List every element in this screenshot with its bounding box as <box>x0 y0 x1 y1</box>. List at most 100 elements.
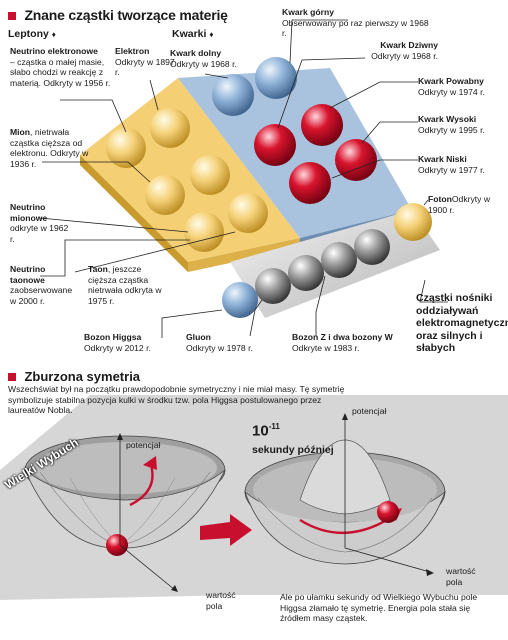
label-desc: , jeszcze cięższa cząstka nietrwała odkr… <box>88 264 162 306</box>
label-name: Neutrino elektronowe <box>10 46 98 56</box>
field-value-right-text: wartość pola <box>446 566 476 587</box>
label-photon: FotonOdkryty w 1900 r. <box>428 194 506 215</box>
label-neutrino-muon: Neutrino mionowe odkryte w 1962 r. <box>10 202 70 244</box>
red-square-icon <box>8 12 16 20</box>
label-desc: Odkryty w 1977 r. <box>418 164 485 175</box>
label-name: Foton <box>428 194 452 204</box>
carriers-note: Cząstki nośniki oddziaływań elektromagne… <box>416 292 508 355</box>
potential-left-text: potencjał <box>126 440 161 450</box>
label-name: Neutrino mionowe <box>10 202 48 223</box>
symmetry-title: Zburzona symetria <box>24 369 141 384</box>
arrow-down-icon: ♦ <box>51 30 56 39</box>
label-desc: Odkryty w 1900 r. <box>428 194 491 215</box>
label-gluon: Gluon Odkryty w 1978 r. <box>186 332 266 353</box>
left-ball <box>106 534 128 556</box>
strange-quark-sphere <box>254 124 296 166</box>
label-name: Gluon <box>186 332 211 342</box>
label-desc: Odkryty w 1978 r. <box>186 342 253 353</box>
label-desc: odkryte w 1962 r. <box>10 223 69 244</box>
label-neutrino-tau: Neutrino taonowe zaobserwowane w 2000 r. <box>10 264 72 306</box>
time-base: 10 <box>252 422 269 440</box>
down-quark-sphere <box>212 74 254 116</box>
label-name: Kwark dolny <box>170 48 222 58</box>
neutrino-muon-sphere <box>145 175 185 215</box>
transition-arrow <box>200 514 252 546</box>
label-muon: Mion, nietrwała cząstka cięższa od elekt… <box>10 127 92 169</box>
label-tau: Taon, jeszcze cięższa cząstka nietrwała … <box>88 264 170 306</box>
time-exp: -11 <box>268 422 280 431</box>
neutrino-tau-sphere <box>184 212 224 252</box>
arrow-down-icon: ♦ <box>209 30 214 39</box>
neutrino-electron-sphere <box>106 128 146 168</box>
label-name: Kwark Niski <box>418 154 467 164</box>
leptons-header-text: Leptony <box>8 28 49 40</box>
charm-quark-sphere <box>301 104 343 146</box>
quarks-header: Kwarki ♦ <box>172 28 213 40</box>
label-down-quark: Kwark dolny Odkryty w 1968 r. <box>170 48 260 69</box>
potential-right-text: potencjał <box>352 406 387 416</box>
label-bottom-quark: Kwark Niski Odkryty w 1977 r. <box>418 154 503 175</box>
label-desc: – cząstka o małej masie, słabo chodzi w … <box>10 56 111 88</box>
higgs-boson-sphere <box>222 282 258 318</box>
w-boson-sphere-1 <box>354 229 390 265</box>
label-desc: zaobserwowane w 2000 r. <box>10 285 73 306</box>
top-quark-sphere <box>335 139 377 181</box>
field-value-label-left: wartość pola <box>206 590 250 611</box>
symmetry-intro: Wszechświat był na początku prawdopodobn… <box>8 384 348 416</box>
label-neutrino-electron: Neutrino elektronowe – cząstka o małej m… <box>10 46 112 88</box>
photon-sphere <box>394 203 432 241</box>
symmetry-caption: Ale po ułamku sekundy od Wielkiego Wybuc… <box>280 592 500 624</box>
muon-sphere <box>190 155 230 195</box>
bottom-quark-sphere <box>289 162 331 204</box>
potential-label-right: potencjał <box>352 406 386 417</box>
quarks-header-text: Kwarki <box>172 28 207 40</box>
label-up-quark: Kwark górny Obserwowany po raz pierwszy … <box>282 7 432 39</box>
label-desc: Obserwowany po raz pierwszy w 1968 r. <box>282 17 429 39</box>
particles-title: Znane cząstki tworzące materię <box>24 7 228 23</box>
field-value-label-right: wartość pola <box>446 566 490 587</box>
label-name: Kwark Wysoki <box>418 114 477 124</box>
label-desc: Odkryty w 2012 r. <box>84 342 151 353</box>
label-desc: Odkryty w 1968 r. <box>371 50 438 61</box>
tau-sphere <box>228 193 268 233</box>
label-electron: Elektron Odkryty w 1897 r. <box>115 46 175 78</box>
label-name: Kwark Dziwny <box>380 40 438 50</box>
label-zw-bosons: Bozon Z i dwa bozony W Odkryte w 1983 r. <box>292 332 410 353</box>
label-top-quark: Kwark Wysoki Odkryty w 1995 r. <box>418 114 503 135</box>
label-charm-quark: Kwark Powabny Odkryty w 1974 r. <box>418 76 503 97</box>
label-desc: Odkryty w 1968 r. <box>170 58 237 69</box>
label-desc: Odkryte w 1983 r. <box>292 342 360 353</box>
label-name: Elektron <box>115 46 150 56</box>
time-label: 10-11 sekundy później <box>252 422 334 458</box>
right-ball <box>377 501 399 523</box>
label-name: Neutrino taonowe <box>10 264 46 285</box>
symmetry-intro-text: Wszechświat był na początku prawdopodobn… <box>8 384 345 416</box>
label-name: Bozon Z i dwa bozony W <box>292 332 393 342</box>
label-name: Bozon Higgsa <box>84 332 142 342</box>
leader-lines <box>39 19 448 338</box>
up-quark-sphere <box>255 57 297 99</box>
z-boson-sphere <box>321 242 357 278</box>
potential-label-left: potencjał <box>126 440 160 451</box>
label-name: Kwark Powabny <box>418 76 484 86</box>
label-name: Kwark górny <box>282 7 335 17</box>
label-desc: , nietrwała cząstka cięższa od elektronu… <box>10 127 89 169</box>
section-title-particles: Znane cząstki tworzące materię <box>8 7 228 25</box>
gluon-sphere-1 <box>255 268 291 304</box>
label-strange-quark: Kwark Dziwny Odkryty w 1968 r. <box>350 40 438 61</box>
label-desc: Odkryty w 1995 r. <box>418 124 485 135</box>
leptons-header: Leptony ♦ <box>8 28 56 40</box>
gluon-sphere-2 <box>288 255 324 291</box>
label-desc: Odkryty w 1897 r. <box>115 56 175 78</box>
field-value-left-text: wartość pola <box>206 590 236 611</box>
red-square-icon <box>8 373 16 381</box>
label-desc: Odkryty w 1974 r. <box>418 86 485 97</box>
label-higgs-boson: Bozon Higgsa Odkryty w 2012 r. <box>84 332 164 353</box>
label-name: Taon <box>88 264 108 274</box>
symmetry-caption-text: Ale po ułamku sekundy od Wielkiego Wybuc… <box>280 592 478 624</box>
section-title-symmetry: Zburzona symetria <box>8 368 140 386</box>
electron-sphere <box>150 108 190 148</box>
left-bowl <box>24 469 226 549</box>
carriers-note-text: Cząstki nośniki oddziaływań elektromagne… <box>416 292 508 354</box>
